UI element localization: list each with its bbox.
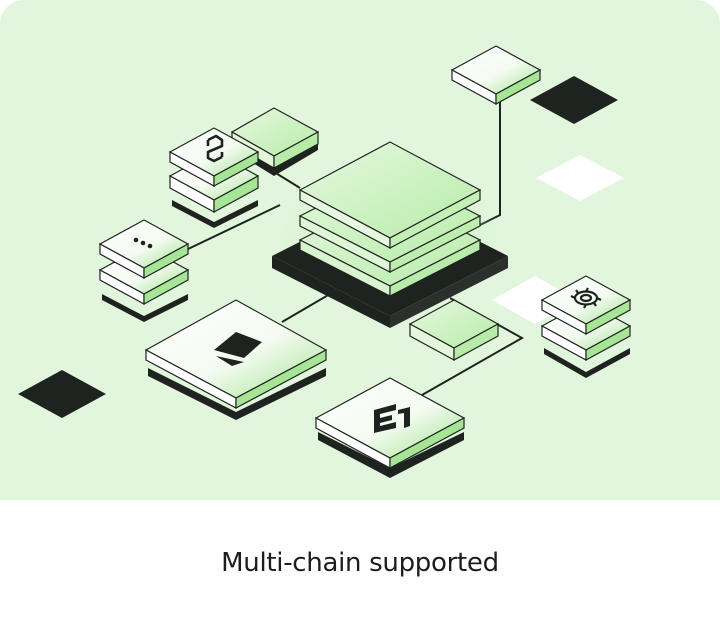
gear-chain-icon [570,287,602,309]
e-chain-tile [314,377,466,478]
dark-tile-bottom-left [18,370,106,418]
network-diagram [18,45,632,478]
gear-chain-stack [540,275,632,378]
multi-chain-illustration [0,0,720,500]
more-dots-icon [133,237,153,249]
green-block-bottom [408,299,500,362]
green-block-top [230,107,320,176]
e-chain-icon [374,404,410,433]
feature-caption: Multi-chain supported [221,548,499,578]
decor-dark-tiles [18,76,618,418]
ethereum-icon [214,332,262,366]
polygon-chain-stack [168,127,260,228]
top-right-block [450,45,542,106]
center-stack [272,141,508,328]
ethereum-tile [144,299,328,420]
more-stack [98,219,190,322]
dark-tile-top-right [530,76,618,124]
polygon-icon [206,134,224,163]
white-tile-right [536,155,624,201]
connector-more [185,204,281,251]
